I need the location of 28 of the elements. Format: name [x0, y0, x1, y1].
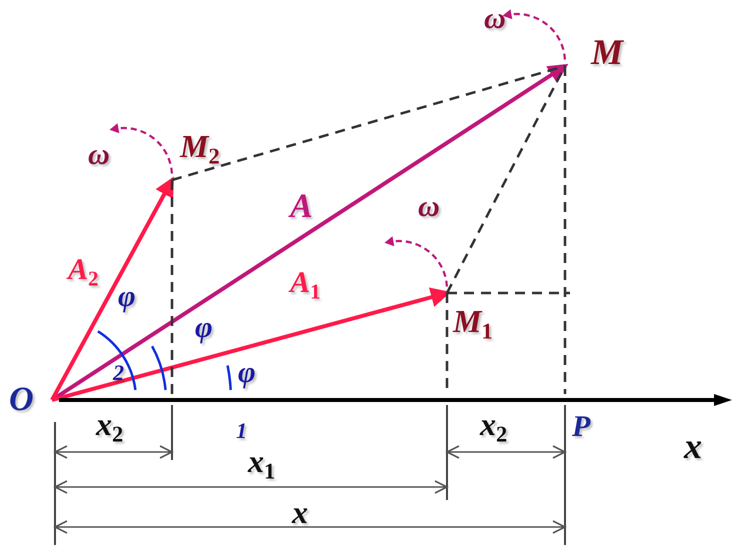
dashed-line	[447, 292, 570, 294]
vector-arrow	[51, 288, 451, 402]
omega-label: ω	[484, 4, 506, 34]
angle-label: φ	[118, 282, 136, 312]
point-label: O	[9, 383, 34, 417]
vector-label: A	[290, 190, 313, 224]
omega-label: ω	[88, 140, 110, 170]
dashed-line	[564, 66, 566, 394]
vector-label: A$_{1}$	[290, 268, 321, 302]
vector-arrow	[50, 176, 174, 401]
subscript-label: 2	[113, 362, 124, 384]
point-label: M$_{1}$	[453, 305, 493, 344]
angle-label: φ	[195, 313, 213, 343]
subscript-label: 1	[236, 420, 247, 442]
angle-label: φ	[238, 358, 256, 388]
dimension-label: x$_{2}$	[480, 408, 508, 446]
dashed-line	[170, 180, 174, 394]
dashed-line	[446, 65, 566, 294]
dimension-label: x$_{1}$	[248, 445, 276, 484]
point-label: M	[591, 34, 624, 70]
point-label: M$_{2}$	[180, 130, 220, 168]
dimension-label: x$_{2}$	[96, 408, 124, 446]
vector-label: A$_{2}$	[68, 255, 99, 290]
dimension-label: x	[292, 496, 308, 528]
axis-label: x	[684, 428, 702, 464]
omega-label: ω	[418, 192, 440, 222]
dashed-line	[172, 64, 566, 182]
point-label: P	[572, 412, 590, 442]
